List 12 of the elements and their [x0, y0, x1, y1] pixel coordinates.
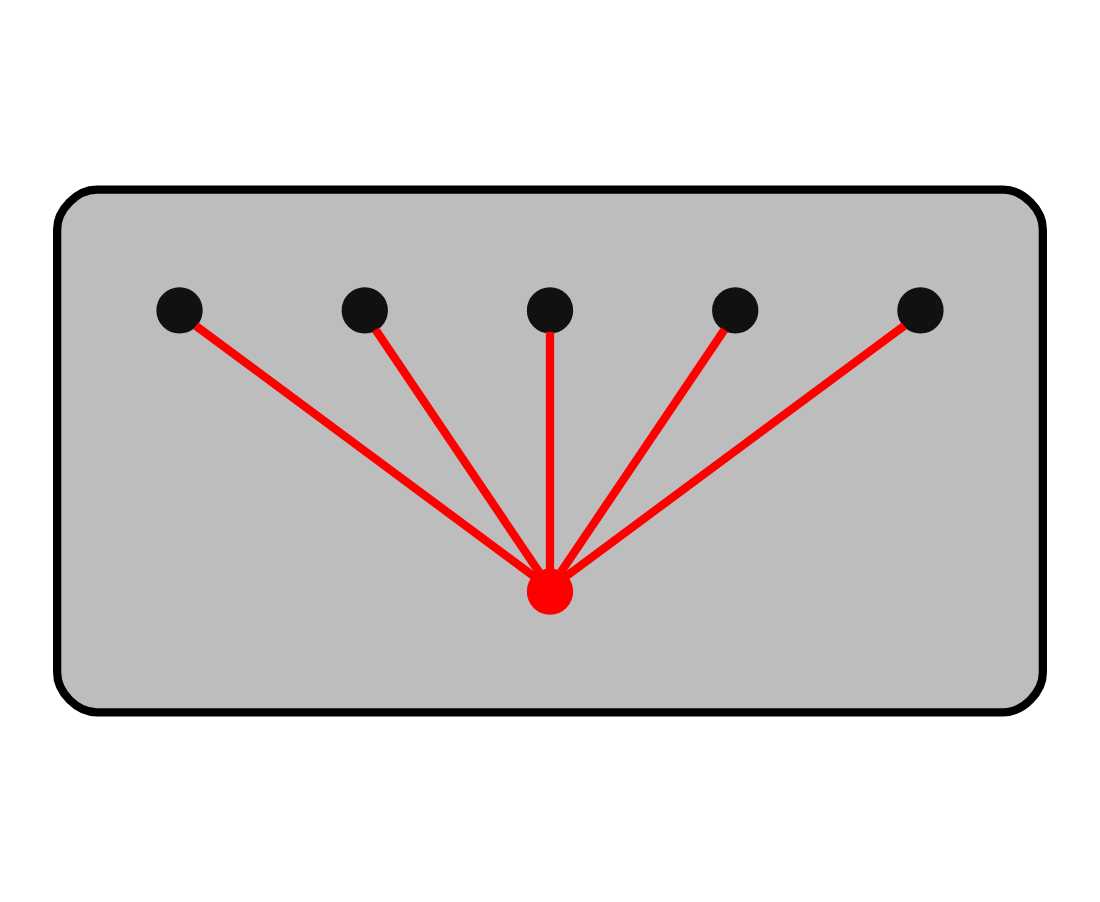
connector [193, 322, 537, 580]
connector [563, 322, 907, 580]
connector [372, 327, 543, 575]
cluster [53, 185, 1047, 717]
connector [545, 332, 555, 570]
node-circle [897, 287, 944, 334]
node-circle [712, 287, 759, 334]
node-circle [526, 568, 574, 615]
node-circle [341, 287, 388, 334]
node-circle [156, 287, 203, 334]
node-circle [526, 287, 574, 334]
connector [557, 327, 728, 575]
